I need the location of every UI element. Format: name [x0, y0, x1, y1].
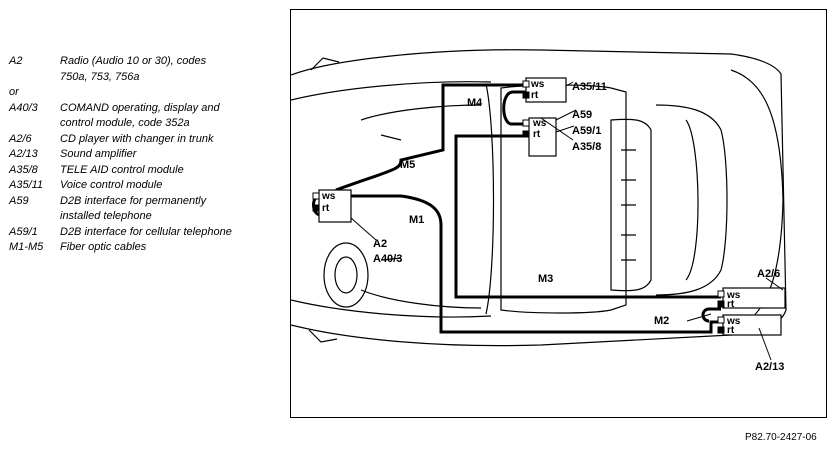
- legend-description: CD player with changer in trunk: [60, 132, 214, 145]
- plug-ws-label: ws: [321, 191, 336, 202]
- plug-rt-label: rt: [727, 325, 735, 336]
- legend-entry: A59 D2B interface for permanently installe…: [9, 194, 281, 225]
- label-a59-1: A59/1: [572, 125, 601, 137]
- cable-label-m1: M1: [409, 214, 424, 226]
- legend-entry: A35/11 Voice control module: [9, 178, 281, 194]
- cable-label-m5: M5: [400, 159, 415, 171]
- legend-code: A35/8: [9, 163, 38, 176]
- module-a35-11: ws rt: [522, 77, 567, 103]
- legend-entry: A2 Radio (Audio 10 or 30), codes 750a, 753…: [9, 54, 281, 85]
- legend-code: A2: [9, 55, 23, 67]
- legend-description: Voice control module: [60, 179, 163, 191]
- cable-m5: [335, 83, 523, 192]
- wiring-diagram: ws rt ws rt ws rt ws rt ws: [291, 49, 787, 373]
- cable-labels: M4 M5 M1 M3 M2: [400, 97, 669, 327]
- label-a2-13: A2/13: [755, 361, 784, 373]
- label-a2: A2: [373, 238, 387, 250]
- plug-ws-label: ws: [530, 79, 545, 90]
- legend-description: control module, code 352a: [60, 117, 190, 129]
- label-a59: A59: [572, 109, 592, 121]
- plug-rt-label: rt: [531, 90, 539, 101]
- legend-description: COMAND operating, display and: [60, 101, 220, 114]
- legend-code: A59/1: [9, 225, 38, 238]
- figure-reference-code: P82.70-2427-06: [745, 432, 817, 443]
- cable-label-m2: M2: [654, 315, 669, 327]
- module-a2-6: ws rt: [717, 287, 786, 310]
- legend-code: A59: [9, 194, 29, 207]
- legend-description: Sound amplifier: [60, 148, 137, 160]
- legend-entry: M1-M5 Fiber optic cables: [9, 240, 281, 256]
- legend-entry: A2/13 Sound amplifier: [9, 147, 281, 163]
- plug-ws-label: ws: [532, 118, 547, 129]
- cable-label-m4: M4: [467, 97, 483, 109]
- label-a35-8: A35/8: [572, 141, 601, 153]
- legend-description: D2B interface for permanently: [60, 194, 207, 207]
- legend: A2 Radio (Audio 10 or 30), codes 750a, 753…: [9, 54, 281, 256]
- plug-rt-label: rt: [533, 129, 541, 140]
- leader-lines: [350, 81, 784, 361]
- label-a2-6: A2/6: [757, 268, 780, 280]
- wiring-diagram-frame: ws rt ws rt ws rt ws rt ws: [290, 9, 827, 418]
- cable-m1: [336, 194, 721, 334]
- components: ws rt ws rt ws rt ws rt ws: [312, 77, 786, 336]
- plug-rt-label: rt: [727, 299, 735, 310]
- legend-description: Fiber optic cables: [60, 241, 147, 253]
- fiber-optic-cables: [312, 83, 721, 334]
- module-a59: ws rt: [522, 117, 557, 157]
- legend-code: A40/3: [9, 101, 38, 114]
- legend-code: A35/11: [9, 179, 44, 191]
- legend-entry: A40/3 COMAND operating, display and contro…: [9, 101, 281, 132]
- cable-m2: [701, 307, 721, 323]
- plug-ws-label: ws: [726, 290, 741, 301]
- legend-description: 750a, 753, 756a: [60, 70, 140, 83]
- legend-entry: A2/6 CD player with changer in trunk: [9, 132, 281, 148]
- cable-label-m3: M3: [538, 273, 553, 285]
- legend-entry: A35/8 TELE AID control module: [9, 163, 281, 179]
- module-a2: ws rt: [312, 189, 352, 223]
- cable-m3: [454, 134, 721, 299]
- legend-code: A2/13: [9, 148, 38, 160]
- legend-description: D2B interface for cellular telephone: [60, 225, 232, 238]
- plug-ws-label: ws: [726, 316, 741, 327]
- legend-description: Radio (Audio 10 or 30), codes: [60, 55, 207, 67]
- legend-code: A2/6: [9, 132, 32, 145]
- cable-m4: [502, 90, 527, 126]
- legend-description: TELE AID control module: [60, 163, 184, 176]
- module-a2-13: ws rt: [717, 314, 782, 336]
- plug-rt-label: rt: [322, 203, 330, 214]
- label-a40-3: A40/3: [373, 253, 402, 265]
- legend-description: installed telephone: [60, 210, 152, 222]
- component-labels: A35/11 A59 A59/1 A35/8 A2 A40/3 A2/6 A2/…: [373, 81, 784, 373]
- legend-or: or: [9, 86, 19, 98]
- legend-entry: A59/1 D2B interface for cellular telephon…: [9, 225, 281, 241]
- legend-code: M1-M5: [9, 241, 44, 253]
- label-a35-11: A35/11: [572, 81, 607, 93]
